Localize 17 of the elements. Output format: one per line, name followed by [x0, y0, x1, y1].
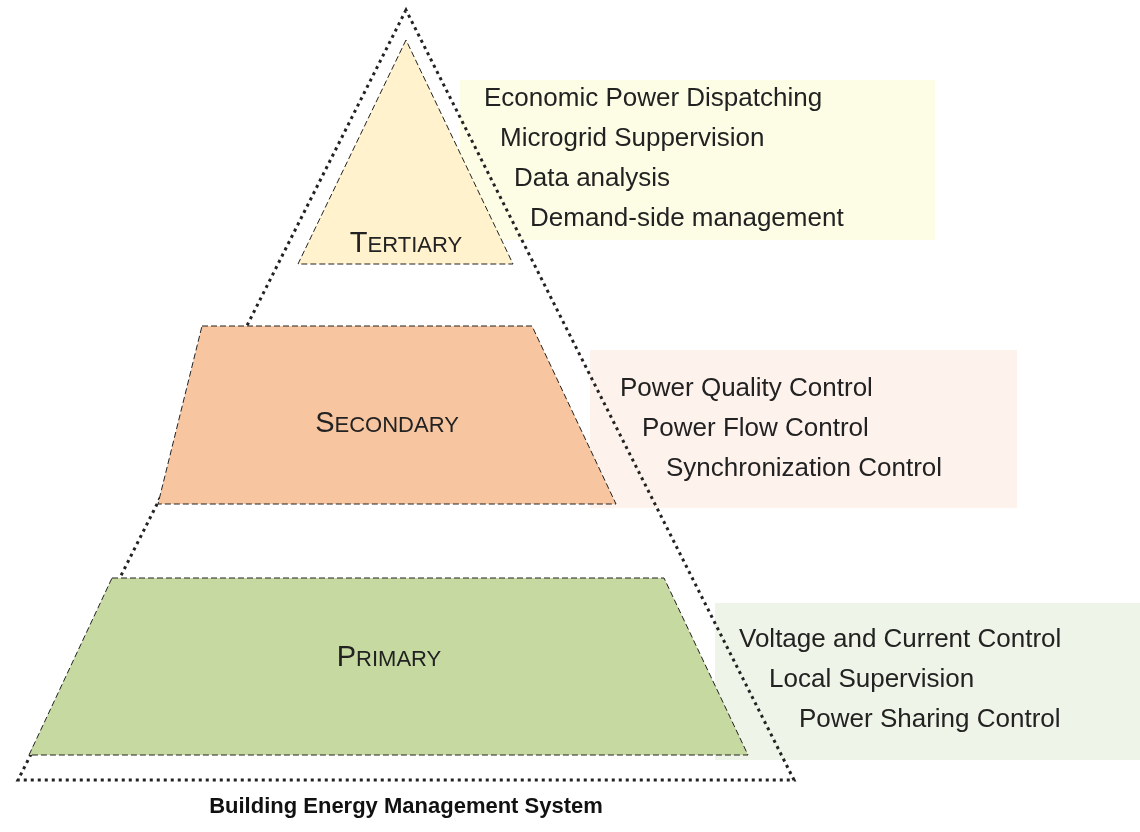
pyramid-caption: Building Energy Management System [209, 793, 603, 819]
function-item: Demand-side management [530, 202, 844, 233]
function-panel [460, 80, 935, 240]
function-item: Synchronization Control [666, 452, 943, 483]
function-item: Power Sharing Control [799, 703, 1061, 734]
function-item: Power Quality Control [620, 372, 873, 403]
function-item: Economic Power Dispatching [484, 82, 823, 113]
function-item: Power Flow Control [642, 412, 869, 443]
function-panel [590, 350, 1017, 508]
function-item: Data analysis [514, 162, 671, 193]
function-item: Voltage and Current Control [739, 623, 1062, 654]
function-item: Local Supervision [769, 663, 975, 694]
tier-label: TERTIARY [349, 226, 463, 259]
tier-label: SECONDARY [315, 406, 459, 439]
function-panel [715, 603, 1140, 760]
function-item: Microgrid Suppervision [500, 122, 765, 153]
tier-label: PRIMARY [336, 640, 442, 673]
